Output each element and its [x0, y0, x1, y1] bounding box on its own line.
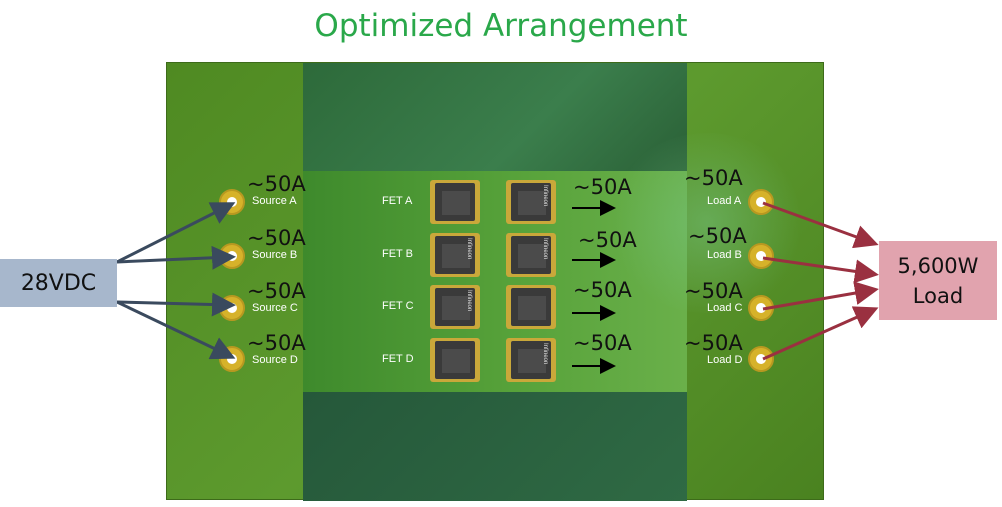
- fet-d-right-chip: Infineon: [506, 338, 556, 382]
- load-pad-b: [748, 243, 774, 269]
- source-label-a: Source A: [252, 195, 297, 207]
- pcb-board: [166, 62, 824, 501]
- fet-label-c: FET C: [382, 300, 414, 312]
- fet-current-b: ~50A: [578, 228, 637, 252]
- load-current-a: ~50A: [684, 166, 743, 190]
- load-current-c: ~50A: [684, 279, 743, 303]
- load-wire-b: [762, 256, 879, 284]
- source-wire-b: [116, 245, 236, 270]
- load-box-label: Load: [912, 283, 964, 308]
- load-label-c: Load C: [707, 302, 743, 314]
- load-label-b: Load B: [707, 249, 742, 261]
- fet-label-a: FET A: [382, 195, 413, 207]
- load-label-d: Load D: [707, 354, 743, 366]
- fet-a-left-chip: [430, 180, 480, 224]
- chip-brand-text: Infineon: [542, 238, 548, 260]
- fet-current-c: ~50A: [573, 278, 632, 302]
- load-pad-d: [748, 346, 774, 372]
- load-current-d: ~50A: [684, 331, 743, 355]
- fet-label-b: FET B: [382, 248, 413, 260]
- chip-brand-text: Infineon: [466, 290, 472, 312]
- load-wire-a: [762, 201, 879, 249]
- load-wires: [762, 201, 879, 361]
- load-label-a: Load A: [707, 195, 742, 207]
- fet-d-left-chip: [430, 338, 480, 382]
- diagram-title: Optimized Arrangement: [314, 8, 688, 44]
- load-current-b: ~50A: [688, 224, 747, 248]
- source-label-c: Source C: [252, 302, 298, 314]
- source-current-d: ~50A: [247, 331, 306, 355]
- source-box-28vdc: 28VDC: [0, 259, 117, 307]
- load-wire-c: [762, 281, 879, 311]
- source-wire-d: [116, 300, 236, 360]
- copper-plane-top: [303, 63, 687, 171]
- source-wire-a: [116, 202, 236, 264]
- board-highlight: [607, 133, 807, 313]
- fet-current-a: ~50A: [573, 175, 632, 199]
- source-current-a: ~50A: [247, 172, 306, 196]
- load-wire-d: [762, 306, 879, 361]
- load-pad-a: [748, 189, 774, 215]
- fet-b-left-chip: Infineon: [430, 233, 480, 277]
- source-label-d: Source D: [252, 354, 298, 366]
- fet-current-d: ~50A: [573, 331, 632, 355]
- source-wires: [116, 202, 236, 360]
- fet-c-left-chip: Infineon: [430, 285, 480, 329]
- source-label-b: Source B: [252, 249, 298, 261]
- fet-a-right-chip: Infineon: [506, 180, 556, 224]
- fet-c-right-chip: [506, 285, 556, 329]
- copper-plane-center: [303, 171, 687, 392]
- chip-brand-text: Infineon: [466, 238, 472, 260]
- fet-b-right-chip: Infineon: [506, 233, 556, 277]
- current-arrows: [572, 200, 616, 374]
- source-current-c: ~50A: [247, 279, 306, 303]
- load-box: 5,600W Load: [879, 241, 997, 320]
- source-current-b: ~50A: [247, 226, 306, 250]
- source-wire-c: [116, 292, 236, 317]
- chip-brand-text: Infineon: [542, 185, 548, 207]
- copper-plane-bottom: [303, 392, 687, 501]
- fet-label-d: FET D: [382, 353, 414, 365]
- load-box-power: 5,600W: [897, 253, 979, 278]
- chip-brand-text: Infineon: [542, 343, 548, 365]
